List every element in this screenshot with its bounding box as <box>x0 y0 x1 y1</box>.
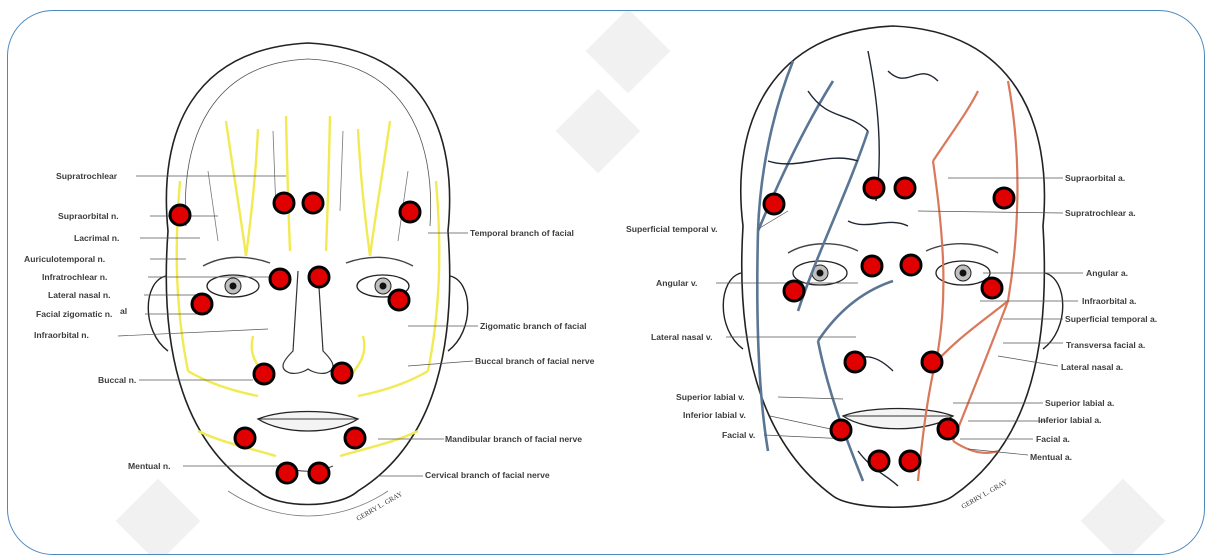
label-lateral-nasal-n: Lateral nasal n. <box>48 291 111 300</box>
label-superior-labial-a: Superior labial a. <box>1045 399 1114 408</box>
marker-dot <box>869 451 889 471</box>
label-buccal-n: Buccal n. <box>98 376 136 385</box>
label-mentual-a: Mentual a. <box>1030 453 1072 462</box>
marker-dot <box>389 290 409 310</box>
marker-dot <box>831 420 851 440</box>
label-cervical-branch: Cervical branch of facial nerve <box>425 471 550 480</box>
marker-dot <box>922 352 942 372</box>
label-lateral-nasal-v: Lateral nasal v. <box>651 333 712 342</box>
marker-dot <box>309 463 329 483</box>
label-lateral-nasal-a: Lateral nasal a. <box>1061 363 1123 372</box>
label-superficial-temporal-v: Superficial temporal v. <box>626 225 718 234</box>
label-infraorbital-a: Infraorbital a. <box>1082 297 1136 306</box>
label-stray-al: al <box>120 307 127 316</box>
label-buccal-branch: Buccal branch of facial nerve <box>475 357 594 366</box>
label-lacrimal-n: Lacrimal n. <box>74 234 119 243</box>
label-supratrochlear-a: Supratrochlear a. <box>1065 209 1136 218</box>
label-temporal-branch: Temporal branch of facial <box>470 229 574 238</box>
label-supraorbital-n: Supraorbital n. <box>58 212 119 221</box>
label-supraorbital-a: Supraorbital a. <box>1065 174 1125 183</box>
label-infraorbital-n: Infraorbital n. <box>34 331 89 340</box>
marker-dot <box>345 428 365 448</box>
marker-dot <box>400 202 420 222</box>
svg-text:GERRY L. GRAY: GERRY L. GRAY <box>355 490 404 523</box>
marker-dot <box>994 188 1014 208</box>
label-transversa-facial-a: Transversa facial a. <box>1066 341 1145 350</box>
label-supratrochlear: Supratrochlear <box>56 172 117 181</box>
vessels-panel: GERRY L. GRAY Superficial temporal v. An… <box>608 11 1205 555</box>
marker-dot <box>784 281 804 301</box>
label-facial-v: Facial v. <box>722 431 755 440</box>
marker-dot <box>192 294 212 314</box>
label-inferior-labial-a: Inferior labial a. <box>1038 416 1102 425</box>
marker-dot <box>901 255 921 275</box>
marker-dot <box>254 364 274 384</box>
marker-dot <box>274 193 294 213</box>
label-inferior-labial-v: Inferior labial v. <box>683 411 746 420</box>
label-angular-v: Angular v. <box>656 279 697 288</box>
label-infratrochlear-n: Infratrochlear n. <box>42 273 107 282</box>
marker-dot <box>864 178 884 198</box>
label-auriculotemporal-n: Auriculotemporal n. <box>24 255 105 264</box>
marker-dot <box>845 352 865 372</box>
marker-dot <box>900 451 920 471</box>
marker-dot <box>982 278 1002 298</box>
marker-dot <box>895 178 915 198</box>
svg-text:GERRY L. GRAY: GERRY L. GRAY <box>960 478 1009 511</box>
marker-dot <box>764 194 784 214</box>
label-facial-a: Facial a. <box>1036 435 1070 444</box>
label-zigomatic-branch: Zigomatic branch of facial <box>480 322 587 331</box>
label-mentual-n: Mentual n. <box>128 462 171 471</box>
marker-dot <box>170 205 190 225</box>
vessel-face-illustration: GERRY L. GRAY <box>608 11 1205 555</box>
marker-dot <box>235 428 255 448</box>
nerves-panel: GERRY L. GRAY Supratrochlear Supraorbit <box>8 11 608 555</box>
label-superior-labial-v: Superior labial v. <box>676 393 745 402</box>
label-mandibular-branch: Mandibular branch of facial nerve <box>445 435 582 444</box>
marker-dot <box>332 363 352 383</box>
marker-dot <box>277 463 297 483</box>
label-superficial-temporal-a: Superficial temporal a. <box>1065 315 1157 324</box>
marker-dot <box>938 419 958 439</box>
diagram-frame: GERRY L. GRAY Supratrochlear Supraorbit <box>7 10 1205 555</box>
marker-dot <box>309 267 329 287</box>
marker-dot <box>303 193 323 213</box>
marker-dot <box>862 256 882 276</box>
label-facial-zigomatic-n: Facial zigomatic n. <box>36 310 112 319</box>
label-angular-a: Angular a. <box>1086 269 1128 278</box>
marker-dot <box>270 269 290 289</box>
